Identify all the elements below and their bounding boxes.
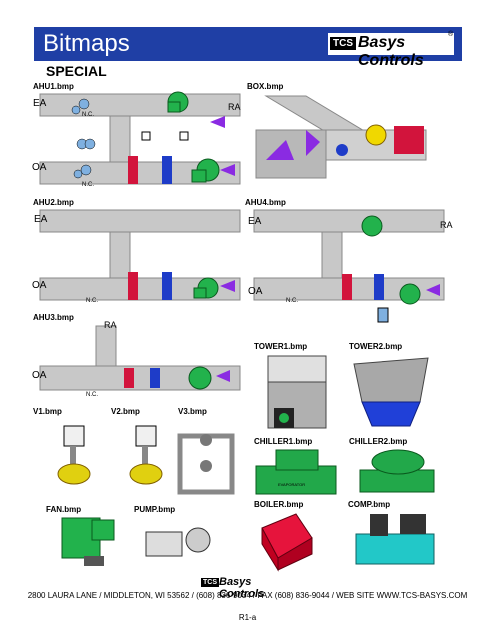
logo-tcs-mark: TCS <box>330 37 356 50</box>
label-ahu4: AHU4.bmp <box>245 198 286 207</box>
fan-diagram <box>61 517 115 566</box>
cooling-coil-icon <box>162 272 172 300</box>
logo-registered-mark: ® <box>448 31 454 38</box>
page-header: Bitmaps TCS Basys Controls ® <box>34 27 462 69</box>
label-v3: V3.bmp <box>178 407 207 416</box>
heating-coil-icon <box>342 274 352 300</box>
pump-diagram <box>145 527 211 557</box>
chiller1-diagram: EVAPORATOR <box>255 449 337 495</box>
ea-text: EA <box>248 216 262 227</box>
oa-text: OA <box>32 280 47 291</box>
ra-text: RA <box>104 320 117 330</box>
logo-brand-name: Basys Controls <box>358 34 424 69</box>
footer-logo-tcs: TCS <box>201 578 219 587</box>
label-v1: V1.bmp <box>33 407 62 416</box>
tower2-diagram <box>353 357 429 427</box>
sensor-icon <box>377 307 389 323</box>
evaporator-text: EVAPORATOR <box>278 482 305 487</box>
page-title: Bitmaps <box>43 30 130 57</box>
nc-text: N.C. <box>286 298 298 304</box>
label-pump: PUMP.bmp <box>134 505 176 514</box>
ea-text: EA <box>34 214 48 225</box>
fan-icon-2 <box>399 283 421 305</box>
nc-text: N.C. <box>86 298 98 304</box>
v1-valve-icon <box>57 425 91 485</box>
oa-text: OA <box>32 370 47 381</box>
nc-text: N.C. <box>86 392 98 398</box>
company-logo: TCS Basys Controls ® <box>328 31 454 69</box>
ahu2-diagram: EA OA N.C. <box>32 209 241 304</box>
ahu3-diagram: RA OA N.C. <box>32 320 241 398</box>
label-ahu3: AHU3.bmp <box>33 313 74 322</box>
heating-coil-icon <box>128 156 138 184</box>
label-comp: COMP.bmp <box>348 500 391 509</box>
nc-text-bottom: N.C. <box>82 182 94 188</box>
box-diagram <box>255 95 427 179</box>
page-number: R1-a <box>238 613 257 622</box>
supply-fan-icon <box>167 91 189 113</box>
oa-text: OA <box>32 162 47 173</box>
label-ahu2: AHU2.bmp <box>33 198 74 207</box>
fan-icon <box>193 277 219 299</box>
v3-valve-icon <box>177 433 235 495</box>
boiler-diagram <box>261 513 313 572</box>
ra-text: RA <box>228 102 241 112</box>
footer-address: 2800 LAURA LANE / MIDDLETON, WI 53562 / … <box>27 591 468 600</box>
heater-icon <box>394 126 424 154</box>
comp-diagram <box>355 514 435 565</box>
oa-text: OA <box>248 286 263 297</box>
label-chiller1: CHILLER1.bmp <box>254 437 313 446</box>
cooling-coil-icon <box>150 368 160 388</box>
valve-actuator-icon <box>141 131 151 141</box>
return-fan-icon <box>191 158 220 183</box>
section-title: SPECIAL <box>46 63 107 79</box>
v2-valve-icon <box>129 425 163 485</box>
label-chiller2: CHILLER2.bmp <box>349 437 408 446</box>
label-v2: V2.bmp <box>111 407 140 416</box>
ra-text: RA <box>440 220 453 230</box>
filter-icon <box>124 368 134 388</box>
cooling-coil-icon <box>162 156 172 184</box>
label-tower1: TOWER1.bmp <box>254 342 308 351</box>
fan-icon <box>365 124 387 146</box>
chiller2-diagram <box>359 449 435 493</box>
fan-icon <box>188 366 212 390</box>
valve-actuator-icon-2 <box>179 131 189 141</box>
tower1-diagram <box>267 355 327 429</box>
label-boiler: BOILER.bmp <box>254 500 304 509</box>
heating-coil-icon <box>128 272 138 300</box>
fan-icon <box>361 215 383 237</box>
label-box: BOX.bmp <box>247 82 284 91</box>
footer-logo: TCS Basys Controls <box>201 576 295 600</box>
label-tower2: TOWER2.bmp <box>349 342 403 351</box>
footer-logo-name: Basys Controls <box>219 576 265 600</box>
label-fan: FAN.bmp <box>46 505 82 514</box>
label-ahu1: AHU1.bmp <box>33 82 74 91</box>
ahu4-diagram: EA RA OA N.C. <box>248 209 453 323</box>
cooling-coil-icon <box>374 274 384 300</box>
nc-text-top: N.C. <box>82 112 94 118</box>
arrow-icon <box>210 116 225 128</box>
ea-text: EA <box>33 98 47 109</box>
ahu1-diagram: EA RA OA N.C. N.C. <box>32 91 241 188</box>
